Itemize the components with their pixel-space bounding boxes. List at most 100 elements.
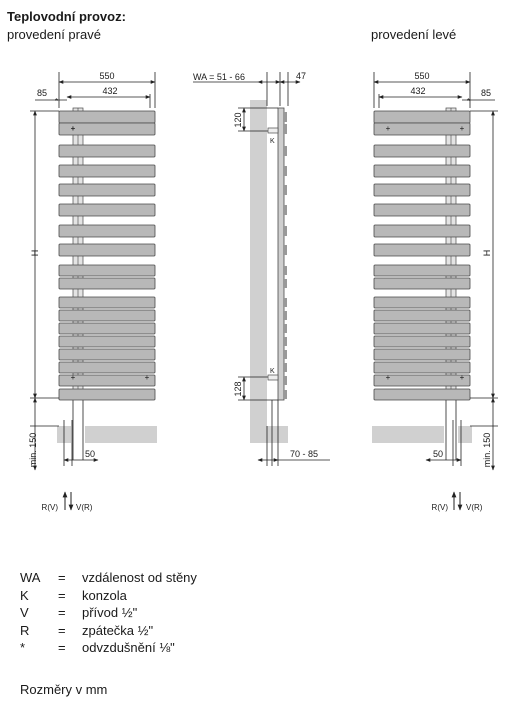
towel-bar — [58, 348, 156, 361]
dimension-label: 432 — [102, 86, 117, 96]
legend-item: V = přívod ½" — [20, 605, 197, 623]
towel-bar — [58, 164, 156, 178]
bar-profile — [284, 298, 287, 307]
legend-equals: = — [58, 622, 66, 638]
towel-bar — [58, 277, 156, 290]
towel-bar — [58, 388, 156, 401]
flow-label: V(R) — [76, 503, 93, 512]
plus-mark: + — [145, 373, 150, 382]
towel-bar — [58, 374, 156, 387]
dimension-label: 85 — [37, 88, 47, 98]
towel-bar — [373, 277, 471, 290]
towel-bar — [58, 144, 156, 158]
bracket-bottom — [267, 374, 279, 381]
towel-bar — [373, 296, 471, 309]
vent-mark: * — [55, 97, 58, 106]
dimension-label: 432 — [410, 86, 425, 96]
legend-text: konzola — [82, 587, 127, 603]
legend: WA = vzdálenost od stěny K = konzola V =… — [20, 570, 197, 658]
plus-mark: + — [386, 373, 391, 382]
legend-equals: = — [58, 570, 66, 585]
bracket-top — [267, 127, 279, 134]
bar-profile — [284, 166, 287, 176]
bar-profile — [284, 185, 287, 195]
bar-profile — [284, 279, 287, 288]
bar-profile — [284, 266, 287, 275]
towel-bar — [373, 203, 471, 217]
bar-profile — [284, 324, 287, 333]
legend-text: přívod ½" — [82, 605, 138, 620]
dimension-label: min. 150 — [28, 433, 38, 468]
bar-profile — [284, 146, 287, 156]
towel-bar — [58, 183, 156, 197]
bar-profile — [284, 124, 287, 134]
pipe-gap — [444, 400, 458, 460]
towel-bar — [58, 335, 156, 348]
dimension-label: min. 150 — [482, 433, 492, 468]
bar-profile — [284, 245, 287, 255]
dimension-label: 128 — [233, 381, 243, 396]
towel-bar — [373, 309, 471, 322]
units-note: Rozměry v mm — [20, 682, 108, 697]
flow-label: R(V) — [432, 503, 449, 512]
towel-bar — [58, 110, 156, 124]
dimension-label: H — [482, 250, 492, 257]
towel-bar — [373, 144, 471, 158]
legend-equals: = — [58, 587, 66, 603]
bracket-mark: K — [270, 138, 275, 145]
plus-mark: + — [460, 124, 465, 133]
floor-shading — [250, 426, 288, 443]
bar-profile — [284, 205, 287, 215]
towel-bar — [58, 264, 156, 277]
towel-bar — [373, 322, 471, 335]
legend-item: R = zpátečka ½" — [20, 623, 197, 641]
bar-profile — [284, 350, 287, 359]
bar-profile — [284, 376, 287, 385]
towel-bar — [373, 348, 471, 361]
dimension-label: 50 — [85, 449, 95, 459]
legend-item: * = odvzdušnění ⅛" — [20, 640, 197, 658]
towel-bar — [58, 224, 156, 238]
plus-mark: + — [386, 124, 391, 133]
bracket-mark: K — [270, 368, 275, 375]
towel-bar — [373, 264, 471, 277]
dimension-label: 47 — [296, 71, 306, 81]
towel-bar — [373, 122, 471, 136]
pipe-gap — [71, 400, 85, 460]
legend-symbol: * — [20, 640, 26, 655]
towel-bar — [58, 203, 156, 217]
legend-symbol: V — [20, 605, 29, 620]
dimension-label: 120 — [233, 112, 243, 127]
towel-bar — [373, 243, 471, 257]
bar-profile — [284, 311, 287, 320]
subtitle-left-version: provedení levé — [371, 27, 457, 42]
legend-text: vzdálenost od stěny — [82, 570, 197, 585]
towel-bar — [373, 224, 471, 238]
plus-mark: + — [71, 124, 76, 133]
plus-mark: + — [71, 373, 76, 382]
bar-profile — [284, 390, 287, 399]
plus-mark: + — [71, 124, 76, 133]
bar-profile — [284, 226, 287, 236]
legend-equals: = — [58, 605, 66, 620]
dimension-label: H — [30, 250, 40, 257]
dimension-label: WA = 51 - 66 — [193, 72, 245, 82]
dimension-label: 85 — [481, 88, 491, 98]
plus-mark: + — [460, 373, 465, 382]
towel-bar — [373, 361, 471, 374]
legend-symbol: K — [20, 587, 29, 603]
legend-equals: = — [58, 640, 66, 655]
towel-bar — [58, 309, 156, 322]
dimension-label: 550 — [99, 71, 114, 81]
flow-label: V(R) — [466, 503, 483, 512]
dimension-label: 50 — [433, 449, 443, 459]
towel-bar — [373, 183, 471, 197]
flow-label: R(V) — [42, 503, 59, 512]
towel-bar — [373, 164, 471, 178]
wall-shading — [250, 100, 267, 426]
page-title: Teplovodní provoz: — [7, 9, 126, 24]
towel-bar — [373, 388, 471, 401]
towel-bar — [58, 322, 156, 335]
towel-bar — [373, 335, 471, 348]
